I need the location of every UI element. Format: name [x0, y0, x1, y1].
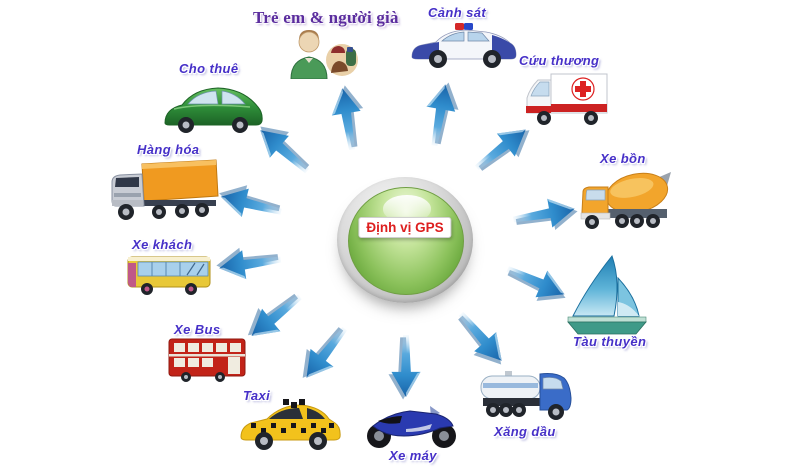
xe-khach-label: Xe khách	[132, 237, 193, 252]
green-ball	[348, 187, 464, 295]
gps-center-label: Định vị GPS	[358, 217, 452, 238]
ambulance-icon	[526, 73, 608, 125]
arrow-to-xe-may	[384, 333, 428, 401]
people-icon	[290, 30, 358, 79]
tre-em-label: Trẻ em & người già	[253, 8, 399, 27]
tau-thuyen-label: Tàu thuyền	[573, 334, 647, 349]
arrow-to-hang-hoa	[212, 174, 289, 233]
cargo-truck-icon	[111, 159, 219, 220]
canh-sat-label: Cảnh sát	[428, 5, 487, 20]
arrow-to-canh-sat	[412, 77, 467, 152]
arrow-to-xe-khach	[212, 237, 285, 290]
arrow-to-tre-em	[320, 81, 374, 155]
sailboat-icon	[567, 254, 647, 335]
green-car-icon	[164, 87, 263, 133]
city-bus-icon	[127, 256, 211, 295]
xe-bon-label: Xe bồn	[600, 151, 646, 166]
arrow-to-xe-bon	[508, 186, 583, 241]
cuu-thuong-label: Cứu thương	[519, 53, 600, 68]
police-car-icon	[411, 23, 517, 68]
double-decker-bus-icon	[168, 338, 246, 382]
gps-center-button[interactable]: Định vị GPS	[337, 177, 473, 303]
xe-may-label: Xe máy	[389, 448, 437, 463]
cho-thue-label: Cho thuê	[179, 61, 239, 76]
mixer-truck-icon	[580, 172, 671, 229]
xang-dau-label: Xăng dầu	[494, 424, 556, 439]
motorbike-icon	[367, 406, 456, 448]
taxi-label: Taxi	[243, 388, 271, 403]
xe-bus-label: Xe Bus	[174, 322, 221, 337]
taxi-icon	[240, 399, 341, 450]
hang-hoa-label: Hàng hóa	[137, 142, 200, 157]
fuel-truck-icon	[480, 371, 572, 420]
